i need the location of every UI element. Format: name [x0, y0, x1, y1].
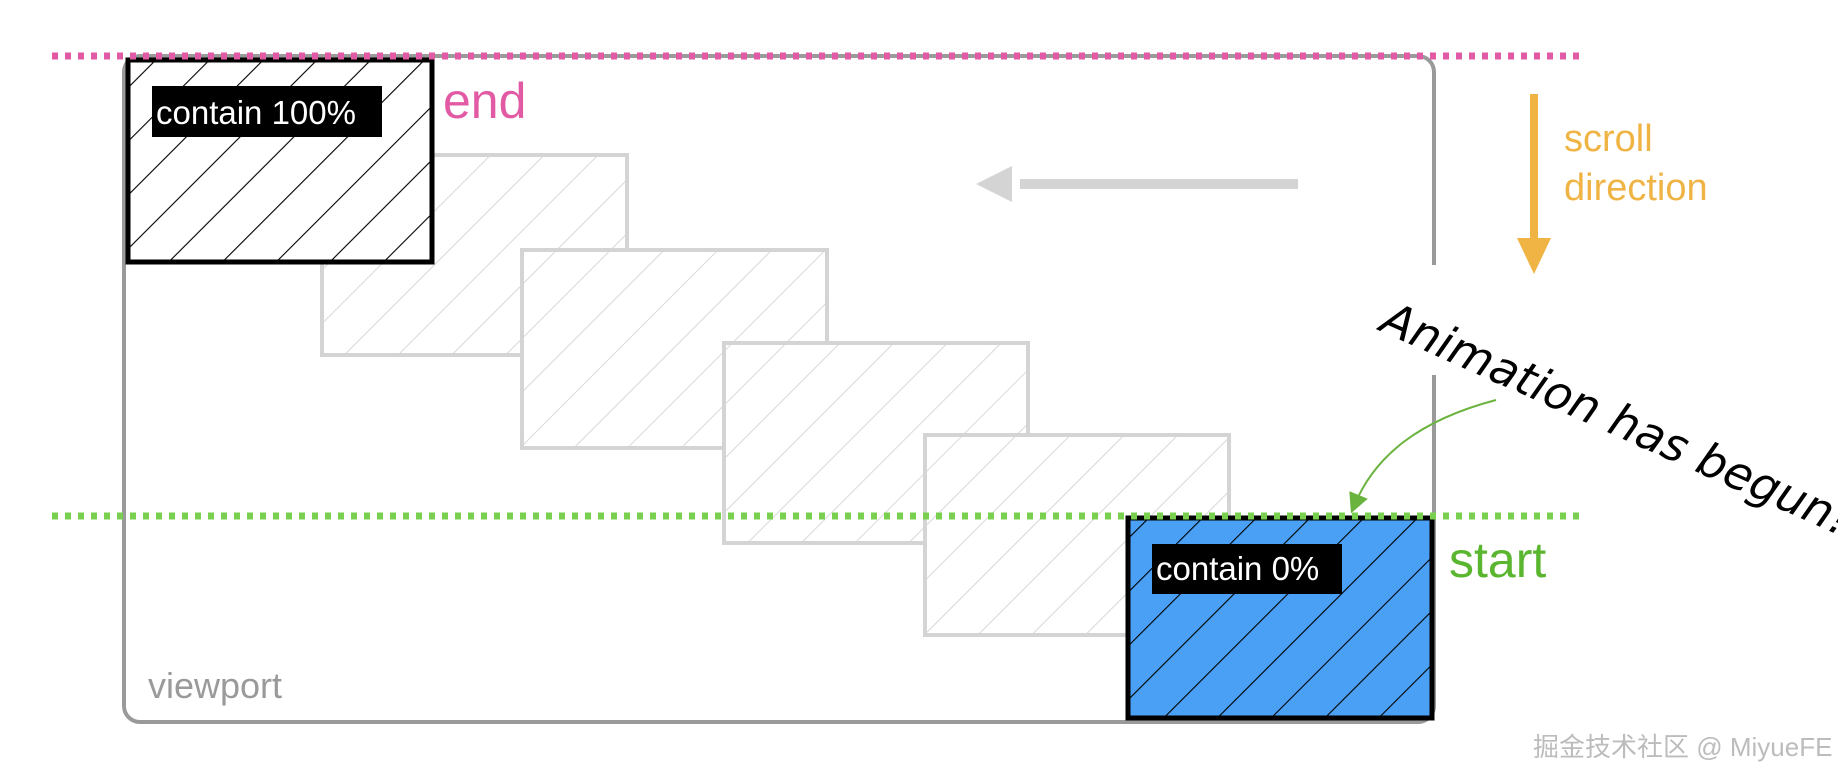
start-box-chip: [1152, 544, 1342, 594]
curved-arrow-icon: [1349, 399, 1497, 514]
left-arrow-icon: [976, 166, 1298, 202]
start-label: start: [1449, 532, 1546, 588]
viewport-frame: [122, 54, 1436, 724]
scroll-direction-label-line1: scroll: [1564, 118, 1653, 160]
start-box-label: contain 0%: [1156, 550, 1319, 587]
animation-begun-annotation: Animation has begun!: [1371, 289, 1838, 546]
scroll-direction-label-line2: direction: [1564, 167, 1708, 209]
down-arrow-icon: [1517, 94, 1551, 274]
watermark: 掘金技术社区 @ MiyueFE: [1533, 732, 1832, 762]
viewport-label: viewport: [148, 665, 282, 706]
end-label: end: [443, 73, 526, 129]
end-box-chip: [152, 86, 382, 137]
end-box-label: contain 100%: [156, 94, 356, 131]
